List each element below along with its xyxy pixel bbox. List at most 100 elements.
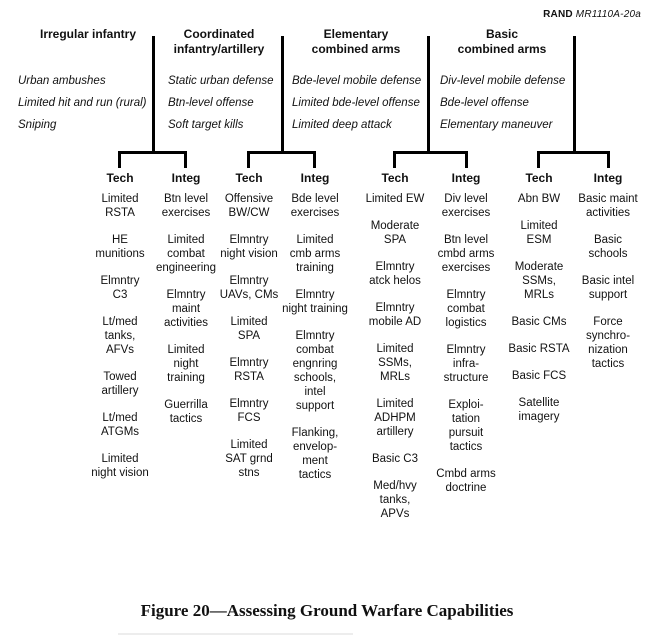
connector-vertical-line [152, 36, 155, 151]
capability-item: Btn-level offense [168, 97, 254, 109]
tech-item: Basic RSTA [508, 343, 570, 355]
tech-item: Elmntry atck helos [369, 261, 421, 287]
tech-column: Tech Offensive BW/CW Elmntry night vision… [207, 171, 291, 493]
capability-item: Limited deep attack [292, 119, 392, 131]
tech-item: Abn BW [517, 193, 561, 205]
tech-item: Satellite imagery [518, 397, 560, 423]
group-title-coordinated-infantry-artillery: Coordinated infantry/artillery [173, 27, 265, 56]
tech-item: Lt/med ATGMs [100, 412, 140, 438]
connector-branch-tick-left [393, 151, 396, 168]
integ-item: Limited combat engineering [155, 234, 217, 274]
group-title-elementary-combined-arms: Elementary combined arms [311, 27, 401, 56]
capability-item: Bde-level offense [440, 97, 529, 109]
tech-item: Elmntry RSTA [229, 357, 269, 383]
tech-column-label: Tech [235, 171, 263, 185]
integ-column-label: Integ [593, 171, 623, 185]
tech-item: Elmntry mobile AD [368, 302, 422, 328]
connector-vertical-line [281, 36, 284, 151]
connector-branch-tick-right [184, 151, 187, 168]
integ-item: Btn level cmbd arms exercises [437, 234, 495, 274]
integ-item: Basic maint activities [578, 193, 638, 219]
capability-item: Limited hit and run (rural) [18, 97, 147, 109]
integ-item: Force synchro- nization tactics [585, 316, 631, 370]
connector-branch-tick-right [465, 151, 468, 168]
integ-item: Div level exercises [441, 193, 491, 219]
capability-item: Limited bde-level offense [292, 97, 420, 109]
integ-column-label: Integ [171, 171, 201, 185]
connector-branch-tick-left [537, 151, 540, 168]
tech-item: Moderate SSMs, MRLs [514, 261, 564, 301]
connector-branch-bar [537, 151, 610, 154]
scan-artifact-line [118, 633, 353, 635]
capability-item: Sniping [18, 119, 57, 131]
capability-item: Div-level mobile defense [440, 75, 566, 87]
tech-item: Elmntry night vision [220, 234, 278, 260]
group-title-irregular-infantry: Irregular infantry [39, 27, 137, 41]
integ-column-label: Integ [451, 171, 481, 185]
capability-item: Urban ambushes [18, 75, 106, 87]
rand-doc-tag: RAND MR1110A-20a [543, 9, 641, 20]
tech-column-label: Tech [106, 171, 134, 185]
capability-item: Static urban defense [168, 75, 274, 87]
integ-item: Basic schools [588, 234, 628, 260]
tech-item: Offensive BW/CW [224, 193, 274, 219]
tech-item: Limited SSMs, MRLs [376, 343, 414, 383]
connector-vertical-line [573, 36, 576, 151]
tech-item: Basic FCS [511, 370, 567, 382]
group-title-basic-combined-arms: Basic combined arms [457, 27, 547, 56]
integ-item: Elmntry infra- structure [443, 344, 489, 384]
integ-item: Elmntry night training [282, 289, 348, 315]
tech-item: Limited SAT grnd stns [225, 439, 273, 479]
integ-item: Bde level exercises [290, 193, 340, 219]
integ-item: Btn level exercises [161, 193, 211, 219]
integ-item: Basic intel support [581, 275, 635, 301]
tech-item: HE munitions [95, 234, 145, 260]
integ-item: Limited cmb arms training [289, 234, 341, 274]
capability-item: Bde-level mobile defense [292, 75, 422, 87]
tech-item: Lt/med tanks, AFVs [102, 316, 138, 356]
tech-item: Limited EW [365, 193, 425, 205]
tech-item: Elmntry C3 [100, 275, 140, 301]
tech-item: Limited night vision [91, 453, 149, 479]
tech-item: Elmntry UAVs, CMs [219, 275, 279, 301]
tech-item: Basic CMs [511, 316, 567, 328]
capability-item: Soft target kills [168, 119, 244, 131]
figure-caption: Figure 20—Assessing Ground Warfare Capab… [140, 601, 514, 620]
tech-item: Limited ADHPM artillery [374, 398, 416, 438]
integ-item: Elmntry combat logistics [445, 289, 487, 329]
rand-doc-number: MR1110A-20a [575, 9, 641, 20]
connector-branch-tick-left [247, 151, 250, 168]
tech-item: Limited SPA [230, 316, 268, 342]
tech-item: Limited ESM [520, 220, 558, 246]
tech-item: Med/hvy tanks, APVs [373, 480, 417, 520]
integ-item: Limited night training [167, 344, 205, 384]
connector-branch-bar [247, 151, 316, 154]
tech-item: Basic C3 [371, 453, 419, 465]
connector-branch-tick-left [118, 151, 121, 168]
connector-vertical-line [427, 36, 430, 151]
integ-item: Cmbd arms doctrine [436, 468, 496, 494]
tech-item: Elmntry FCS [229, 398, 269, 424]
rand-brand: RAND [543, 9, 573, 20]
tech-column-label: Tech [381, 171, 409, 185]
integ-column-label: Integ [300, 171, 330, 185]
connector-branch-bar [393, 151, 468, 154]
connector-branch-tick-right [607, 151, 610, 168]
